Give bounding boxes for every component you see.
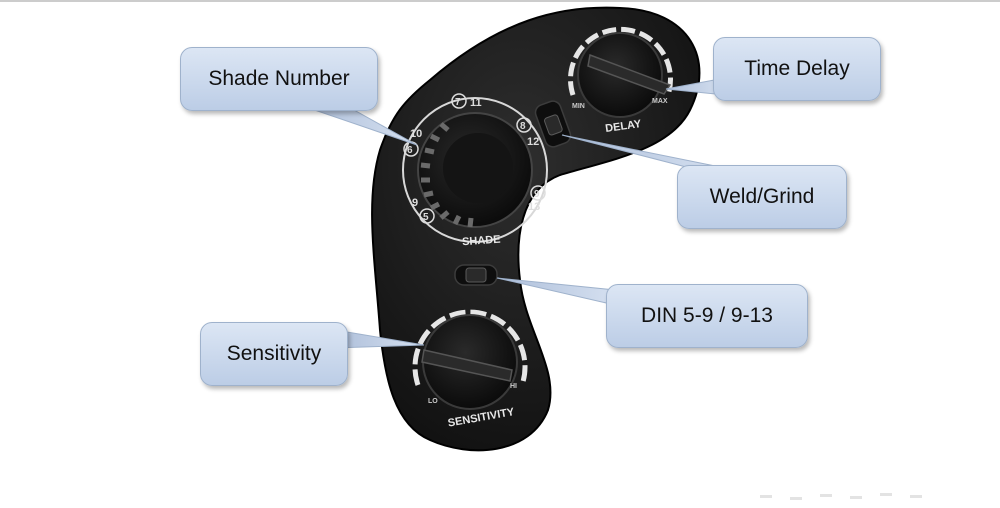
shade-label: SHADE	[462, 234, 501, 249]
shade-number-10: 10	[410, 128, 422, 140]
shade-number-9: 9	[412, 197, 418, 209]
din-range-callout-text: DIN 5-9 / 9-13	[641, 304, 773, 327]
din-range-callout: DIN 5-9 / 9-13	[606, 284, 808, 348]
time-delay-callout-text: Time Delay	[744, 57, 850, 80]
shade-number-11: 11	[470, 97, 482, 109]
shade-circled-7-label: 7	[455, 97, 461, 108]
shade-circled-8: 8	[516, 117, 532, 133]
delay-knob[interactable]: MIN MAX DELAY	[568, 26, 673, 135]
delay-min-label: MIN	[572, 103, 585, 110]
weld-grind-callout-text: Weld/Grind	[709, 185, 815, 208]
shade-number-callout-text: Shade Number	[208, 67, 350, 90]
sensitivity-knob[interactable]: LO HI SENSITIVITY	[412, 309, 528, 430]
sensitivity-callout: Sensitivity	[200, 322, 348, 386]
shade-dial[interactable]: 11 12 13 9 10 7 8 9 5 6 SHADE	[402, 93, 548, 249]
din-range-switch[interactable]	[454, 264, 498, 286]
sensitivity-hi-label: HI	[510, 383, 517, 390]
shade-knob-ridges	[420, 122, 474, 228]
shade-circled-5-label: 5	[423, 212, 429, 223]
time-delay-callout: Time Delay	[713, 37, 881, 101]
sensitivity-knob-pointer	[421, 349, 513, 382]
shade-circled-6-label: 6	[407, 145, 413, 156]
delay-knob-pointer	[587, 53, 672, 95]
sensitivity-lo-label: LO	[428, 398, 438, 405]
shade-number-callout: Shade Number	[180, 47, 378, 111]
shade-circled-7: 7	[451, 93, 467, 109]
shade-circled-9-label: 9	[534, 189, 540, 200]
bottom-dots	[760, 493, 922, 500]
shade-circled-5: 5	[419, 208, 435, 224]
weld-grind-callout: Weld/Grind	[677, 165, 847, 229]
shade-number-13: 13	[528, 201, 540, 213]
delay-max-label: MAX	[652, 98, 668, 105]
shade-circled-8-label: 8	[520, 121, 526, 132]
delay-label: DELAY	[604, 118, 642, 135]
sensitivity-callout-text: Sensitivity	[226, 342, 322, 365]
shade-number-12: 12	[527, 136, 539, 148]
shade-circled-9: 9	[530, 185, 546, 201]
weld-grind-switch[interactable]	[533, 99, 572, 149]
